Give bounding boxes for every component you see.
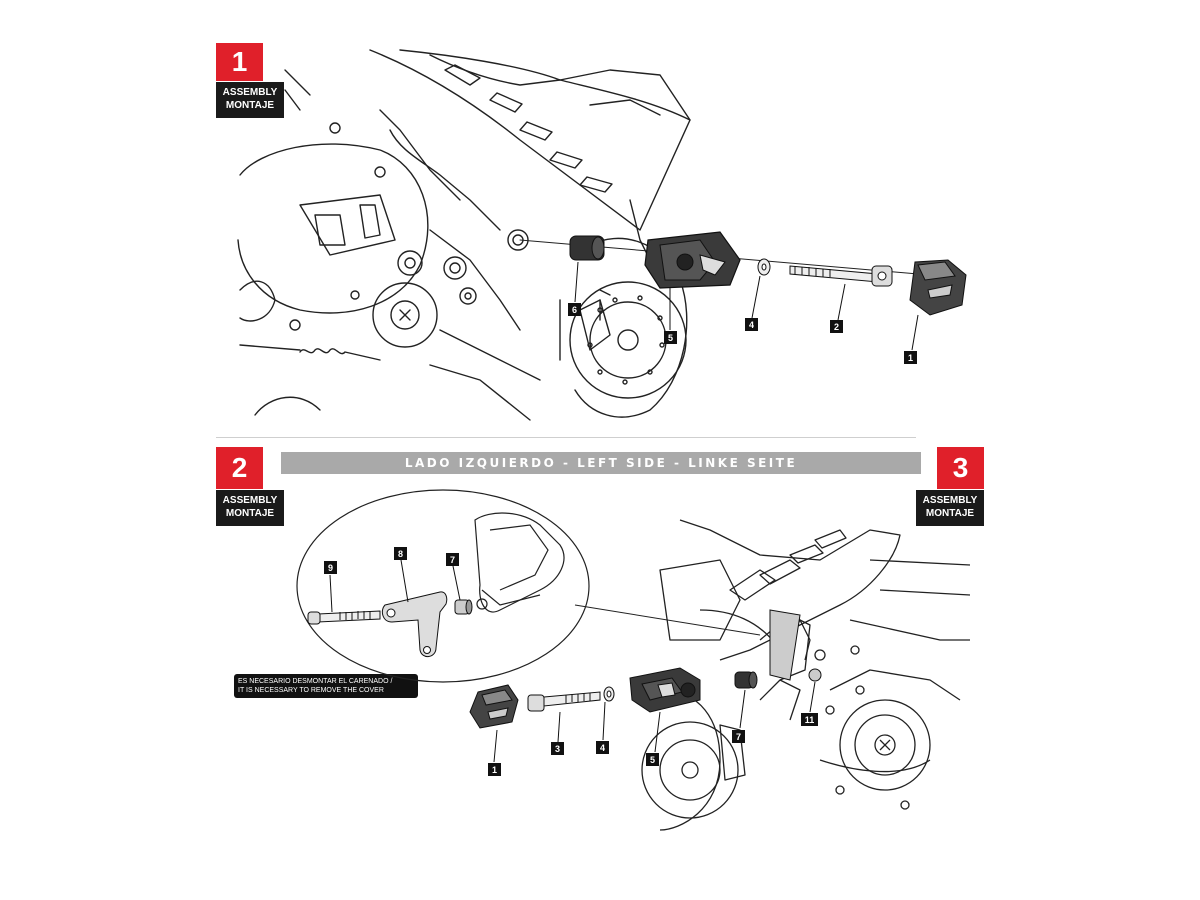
detail-spacer-7 [454, 599, 473, 615]
top-cap-1 [909, 259, 967, 316]
leader-lines [329, 261, 919, 763]
note-line-2: IT IS NECESSARY TO REMOVE THE COVER [238, 687, 384, 694]
step-2-label-es: MONTAJE [225, 508, 275, 519]
svg-text:1: 1 [492, 765, 497, 775]
svg-text:3: 3 [555, 744, 560, 754]
bottom-slider-5 [629, 667, 701, 713]
step-1-label-en: ASSEMBLY [222, 87, 278, 98]
step-2-label: ASSEMBLY MONTAJE [216, 490, 284, 526]
step-2-number: 2 [216, 447, 263, 489]
top-bolt-2 [789, 265, 893, 287]
top-slider-5 [644, 231, 741, 289]
cover-removal-note: ES NECESARIO DESMONTAR EL CARENADO / IT … [234, 674, 418, 698]
callout-detail-8: 8 [394, 547, 407, 560]
section-separator [216, 437, 916, 438]
top-parts [569, 231, 967, 316]
svg-text:1: 1 [908, 353, 913, 363]
detail-bolt-9 [307, 610, 381, 625]
step-2-label-en: ASSEMBLY [222, 495, 278, 506]
callout-top-4: 4 [745, 318, 758, 331]
svg-text:5: 5 [650, 755, 655, 765]
step-1-number: 1 [216, 43, 263, 81]
top-washer-4 [757, 258, 771, 276]
svg-text:8: 8 [398, 549, 403, 559]
svg-text:7: 7 [450, 555, 455, 565]
bottom-bolt-3 [527, 691, 601, 712]
detail-bracket-8 [381, 591, 448, 657]
svg-text:11: 11 [805, 715, 815, 725]
step-3-number: 3 [937, 447, 984, 489]
callout-detail-7: 7 [446, 553, 459, 566]
bottom-bolt-11 [808, 668, 822, 682]
step-3-label-en: ASSEMBLY [922, 495, 978, 506]
callout-bottom-11: 11 [801, 713, 818, 726]
svg-text:6: 6 [572, 305, 577, 315]
callout-bottom-7: 7 [732, 730, 745, 743]
callout-detail-9: 9 [324, 561, 337, 574]
callout-top-1: 1 [904, 351, 917, 364]
svg-text:4: 4 [600, 743, 605, 753]
callout-bottom-4: 4 [596, 741, 609, 754]
bottom-cap-1 [469, 684, 519, 729]
callout-bottom-1: 1 [488, 763, 501, 776]
callout-bottom-5: 5 [646, 753, 659, 766]
detail-parts [307, 591, 473, 657]
svg-text:2: 2 [834, 322, 839, 332]
top-engine-cover [237, 69, 561, 421]
bottom-spacer-7 [734, 671, 758, 689]
step-3-label: ASSEMBLY MONTAJE [916, 490, 984, 526]
top-frame-hole [507, 229, 529, 251]
callout-top-6: 6 [568, 303, 581, 316]
svg-text:7: 7 [736, 732, 741, 742]
bottom-bracket-8 [769, 609, 801, 681]
note-line-1: ES NECESARIO DESMONTAR EL CARENADO / [238, 678, 393, 685]
bottom-washer-4 [603, 686, 615, 702]
callout-labels: 6 5 4 2 1 9 8 7 1 3 4 5 7 11 [324, 303, 917, 776]
callout-top-5: 5 [664, 331, 677, 344]
svg-text:4: 4 [749, 320, 754, 330]
step-3-label-es: MONTAJE [925, 508, 975, 519]
side-banner: LADO IZQUIERDO - LEFT SIDE - LINKE SEITE [281, 452, 921, 474]
step-1-label: ASSEMBLY MONTAJE [216, 82, 284, 118]
bottom-bike [641, 519, 971, 831]
bottom-parts [469, 609, 822, 729]
top-spacer-6 [569, 235, 605, 261]
step-1-label-es: MONTAJE [225, 100, 275, 111]
callout-bottom-3: 3 [551, 742, 564, 755]
detail-circle [296, 489, 761, 683]
callout-top-2: 2 [830, 320, 843, 333]
svg-text:9: 9 [328, 563, 333, 573]
svg-text:5: 5 [668, 333, 673, 343]
